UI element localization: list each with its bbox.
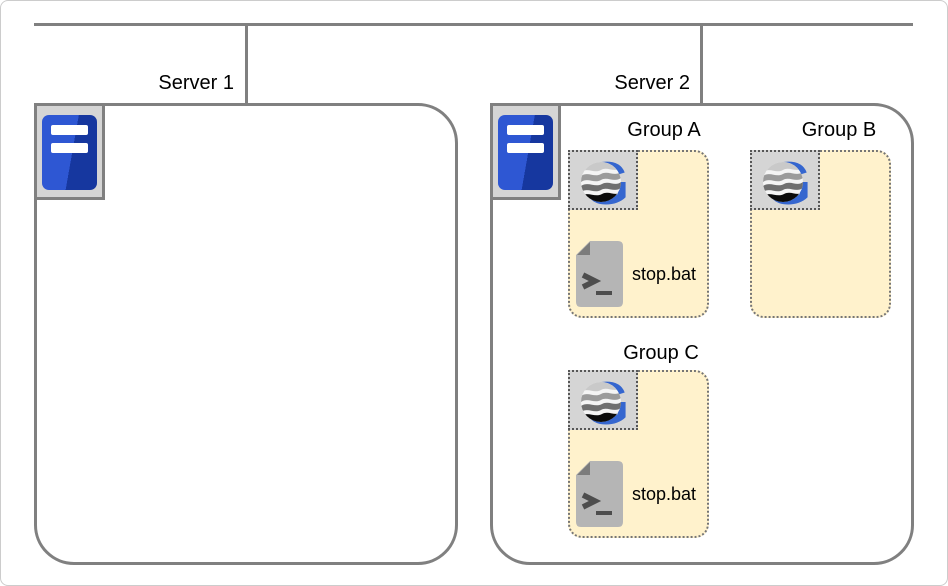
g-logo-icon: G [581,152,629,212]
server1-label: Server 1 [158,72,234,94]
group-c-box: G stop.bat [568,370,709,538]
group-c-label: Group C [623,342,699,364]
server1-connector-line [245,25,248,104]
group-b-box: G [750,150,891,318]
group-b-label: Group B [801,119,877,141]
server2-connector-line [700,25,703,104]
network-bus-line [34,23,913,26]
g-logo-icon: G [763,152,811,212]
group-a-stop-file: stop.bat [576,241,696,307]
batch-file-icon [576,241,623,307]
server-icon [498,115,553,190]
file-label: stop.bat [632,484,697,504]
server-icon [42,115,97,190]
server2-tile [490,103,561,200]
server1-tile [34,103,105,200]
group-c-app-tile: G [568,370,638,432]
file-label: stop.bat [632,264,697,284]
batch-file-icon [576,461,623,527]
server2-label: Server 2 [614,72,690,94]
group-a-box: G stop.bat [568,150,709,318]
group-a-label: Group A [627,119,701,141]
group-a-app-tile: G [568,150,638,212]
server1-box [34,103,458,565]
group-c-stop-file: stop.bat [576,461,696,527]
group-b-app-tile: G [750,150,820,212]
g-logo-icon: G [581,372,629,432]
server2-box: Group A Group B Group C G [490,103,914,565]
